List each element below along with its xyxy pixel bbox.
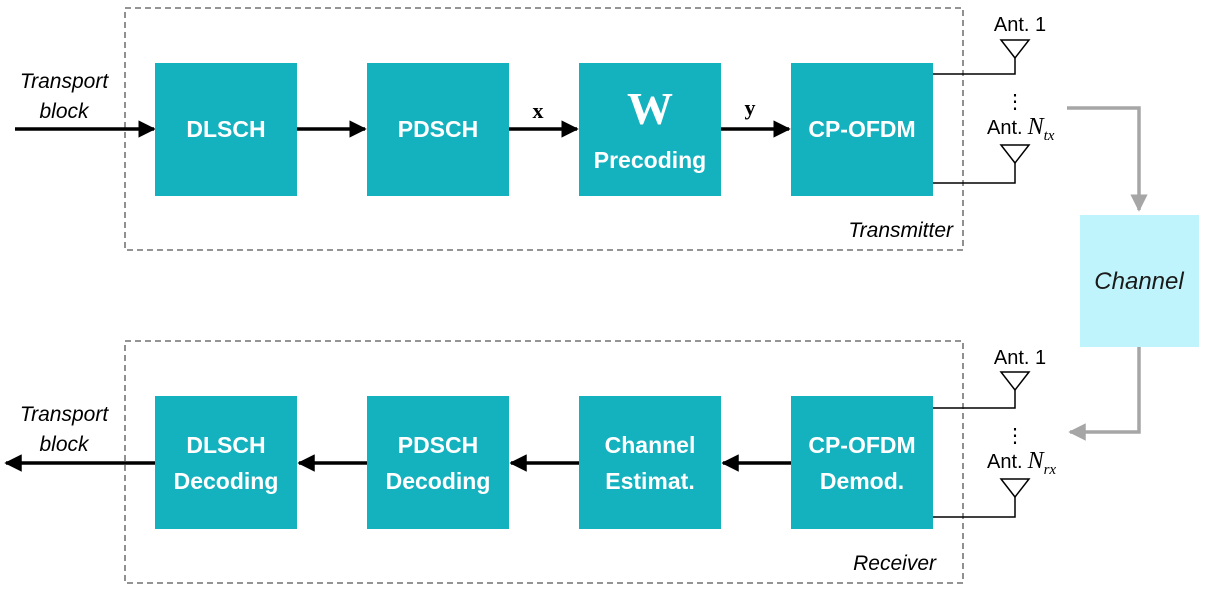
precoding-symbol-w: W <box>627 83 673 134</box>
dlsch-block-label: DLSCH <box>186 116 265 142</box>
pdsch-decoding-block <box>367 396 509 529</box>
rx-antenna-1-icon <box>999 371 1031 392</box>
dlsch-block <box>155 63 297 196</box>
pdsch-decoding-line2: Decoding <box>386 468 491 494</box>
rx-antenna-n-label: Ant.Nrx <box>987 448 1056 478</box>
tx-input-label-line1: Transport <box>20 70 109 93</box>
signal-y-label: y <box>745 95 756 120</box>
precoding-block <box>579 63 721 196</box>
tx-antenna-1-label: Ant. 1 <box>994 14 1046 36</box>
tx-antenna-1-icon <box>999 39 1031 60</box>
cp-ofdm-demod-line1: CP-OFDM <box>808 432 915 458</box>
arrow-tx-to-channel <box>1067 106 1148 212</box>
arrow-channel-to-rx <box>1068 347 1141 441</box>
rx-antenna-ellipsis: ⋮ <box>1005 425 1025 447</box>
dlsch-decoding-line1: DLSCH <box>186 432 265 458</box>
rx-antenna-n-wire <box>933 497 1016 518</box>
tx-antenna-ellipsis: ⋮ <box>1005 91 1025 113</box>
tx-antenna-n-wire <box>933 163 1016 184</box>
rx-output-label-line2: block <box>39 433 90 456</box>
cp-ofdm-block-label: CP-OFDM <box>808 116 915 142</box>
precoding-block-label: Precoding <box>594 147 706 173</box>
channel-estimation-line2: Estimat. <box>605 468 694 494</box>
tx-antenna-n-label: Ant.Ntx <box>987 114 1055 144</box>
cp-ofdm-demod-block <box>791 396 933 529</box>
transmitter-label: Transmitter <box>848 219 954 242</box>
dlsch-decoding-block <box>155 396 297 529</box>
pdsch-decoding-line1: PDSCH <box>398 432 479 458</box>
pdsch-block <box>367 63 509 196</box>
receiver-label: Receiver <box>853 552 937 575</box>
signal-x-label: x <box>533 98 544 123</box>
rx-antenna-1-wire <box>933 390 1016 409</box>
rx-output-label-line1: Transport <box>20 403 109 426</box>
tx-antenna-n-icon <box>999 144 1031 165</box>
channel-estimation-block <box>579 396 721 529</box>
pdsch-block-label: PDSCH <box>398 116 479 142</box>
tx-input-label-line2: block <box>39 100 90 123</box>
channel-estimation-line1: Channel <box>605 432 696 458</box>
rx-antenna-1-label: Ant. 1 <box>994 347 1046 369</box>
dlsch-decoding-line2: Decoding <box>174 468 279 494</box>
rx-antenna-n-icon <box>999 478 1031 499</box>
channel-label: Channel <box>1094 268 1184 295</box>
cp-ofdm-demod-line2: Demod. <box>820 468 904 494</box>
channel-block <box>1080 215 1199 347</box>
tx-antenna-1-wire <box>933 58 1016 75</box>
cp-ofdm-block <box>791 63 933 196</box>
